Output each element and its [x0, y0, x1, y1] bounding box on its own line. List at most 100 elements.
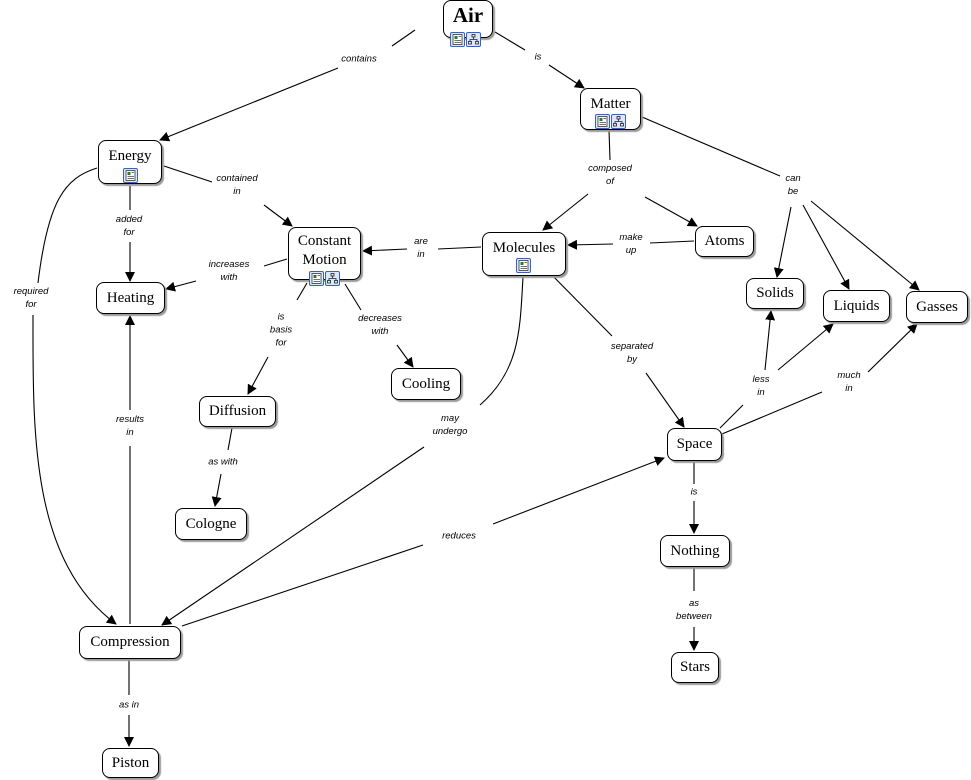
resource-icon[interactable] — [123, 168, 138, 183]
edge-muchin-gasses — [867, 323, 918, 373]
edge-lessin-liquids — [777, 323, 834, 371]
edge-makeup-molecules — [567, 239, 614, 250]
concept-label: Liquids — [833, 297, 880, 314]
link-added-for[interactable]: added for — [114, 213, 144, 239]
concept-compression[interactable]: Compression — [79, 626, 181, 659]
edge-composed-molecules — [542, 193, 589, 231]
edge-canbe-solids — [773, 206, 792, 278]
concept-map-icon[interactable] — [466, 32, 481, 47]
link-required-for[interactable]: required for — [12, 285, 50, 311]
edge-energy-required — [37, 167, 98, 284]
constant-motion-resources — [309, 271, 340, 286]
edge-aswith-cologne — [211, 473, 222, 507]
concept-label: Heating — [106, 289, 155, 306]
edge-reduces-space — [492, 456, 665, 525]
link-are-in[interactable]: are in — [413, 235, 429, 261]
edge-motion-decreases — [344, 283, 362, 311]
resource-icon[interactable] — [595, 114, 610, 129]
link-composed-of[interactable]: composed of — [587, 162, 633, 188]
edge-molecules-may — [479, 276, 524, 406]
edge-motion-increases — [263, 258, 288, 267]
concept-label: Solids — [756, 285, 794, 301]
link-contains[interactable]: contains — [340, 52, 378, 66]
edge-is-matter — [548, 64, 585, 89]
concept-matter[interactable]: Matter — [580, 88, 641, 130]
concept-molecules[interactable]: Molecules — [482, 232, 566, 276]
edge-may-compression — [161, 446, 425, 626]
edge-space-lessin — [719, 404, 744, 429]
concept-atoms[interactable]: Atoms — [695, 226, 754, 257]
concept-label: Cooling — [401, 375, 451, 392]
link-separated-by[interactable]: separated by — [609, 340, 655, 366]
concept-label: Diffusion — [208, 403, 267, 419]
edge-matter-composed — [608, 129, 611, 161]
edge-compression-reduces — [181, 544, 424, 627]
energy-resources — [123, 168, 138, 183]
edge-composed-atoms — [644, 196, 698, 227]
link-is-basis-for[interactable]: is basis for — [268, 310, 294, 350]
concept-label: Atoms — [704, 233, 745, 249]
edge-motion-basis — [296, 282, 308, 301]
link-less-in[interactable]: less in — [751, 373, 771, 399]
link-contained-in[interactable]: contained in — [215, 172, 259, 198]
edge-separated-space — [645, 372, 685, 428]
resource-icon[interactable] — [309, 271, 324, 286]
concept-constant-motion[interactable]: Constant Motion — [288, 227, 361, 280]
concept-label: Energy — [108, 147, 152, 164]
concept-label: Constant Motion — [297, 232, 352, 268]
concept-label: Matter — [590, 95, 631, 112]
concept-air[interactable]: Air — [443, 0, 493, 38]
concept-cologne[interactable]: Cologne — [175, 508, 247, 540]
edge-lessin-solids — [764, 310, 776, 371]
link-reduces[interactable]: reduces — [441, 529, 477, 543]
link-as-between[interactable]: as between — [675, 597, 713, 623]
concept-label: Molecules — [492, 239, 556, 256]
concept-stars[interactable]: Stars — [671, 652, 719, 683]
edge-required-compression — [32, 314, 117, 625]
link-may-undergo[interactable]: may undergo — [431, 412, 469, 438]
concept-nothing[interactable]: Nothing — [660, 535, 730, 567]
concept-heating[interactable]: Heating — [96, 282, 165, 314]
link-increases-with[interactable]: increases with — [207, 258, 251, 284]
concept-liquids[interactable]: Liquids — [823, 290, 890, 322]
concept-label: Space — [676, 436, 713, 452]
link-results-in[interactable]: results in — [115, 413, 145, 439]
edge-space-muchin — [721, 391, 823, 435]
resource-icon[interactable] — [450, 32, 465, 47]
concept-diffusion[interactable]: Diffusion — [199, 396, 276, 427]
concept-solids[interactable]: Solids — [746, 278, 804, 309]
edge-energy-contained — [163, 165, 213, 183]
molecules-resources — [516, 258, 531, 273]
link-can-be[interactable]: can be — [784, 172, 802, 198]
concept-space[interactable]: Space — [667, 428, 722, 461]
edge-diffusion-aswith — [227, 427, 233, 451]
link-as-in[interactable]: as in — [117, 698, 141, 712]
concept-map-icon[interactable] — [325, 271, 340, 286]
link-decreases-with[interactable]: decreases with — [357, 312, 403, 338]
link-is-nothing[interactable]: is — [689, 485, 699, 499]
edge-arein-motion — [362, 245, 408, 256]
edge-increases-heating — [165, 280, 197, 292]
link-as-with[interactable]: as with — [207, 455, 239, 469]
concept-cooling[interactable]: Cooling — [391, 368, 461, 400]
concept-gasses[interactable]: Gasses — [906, 291, 968, 323]
edge-canbe-gasses — [810, 200, 920, 291]
edge-air-contains — [391, 29, 416, 47]
concept-piston[interactable]: Piston — [102, 748, 159, 778]
link-much-in[interactable]: much in — [836, 369, 862, 395]
link-is-matter[interactable]: is — [533, 50, 543, 64]
concept-label: Air — [452, 2, 484, 27]
edge-basis-diffusion — [247, 356, 269, 395]
concept-label: Nothing — [670, 542, 720, 559]
concept-label: Stars — [680, 659, 710, 675]
edge-molecules-separated — [544, 267, 613, 337]
resource-icon[interactable] — [516, 258, 531, 273]
edge-canbe-liquids — [802, 204, 850, 290]
link-make-up[interactable]: make up — [618, 231, 644, 257]
concept-map-icon[interactable] — [611, 114, 626, 129]
edge-decreases-cooling — [396, 344, 414, 368]
concept-label: Gasses — [916, 298, 958, 315]
air-resources — [450, 32, 481, 47]
